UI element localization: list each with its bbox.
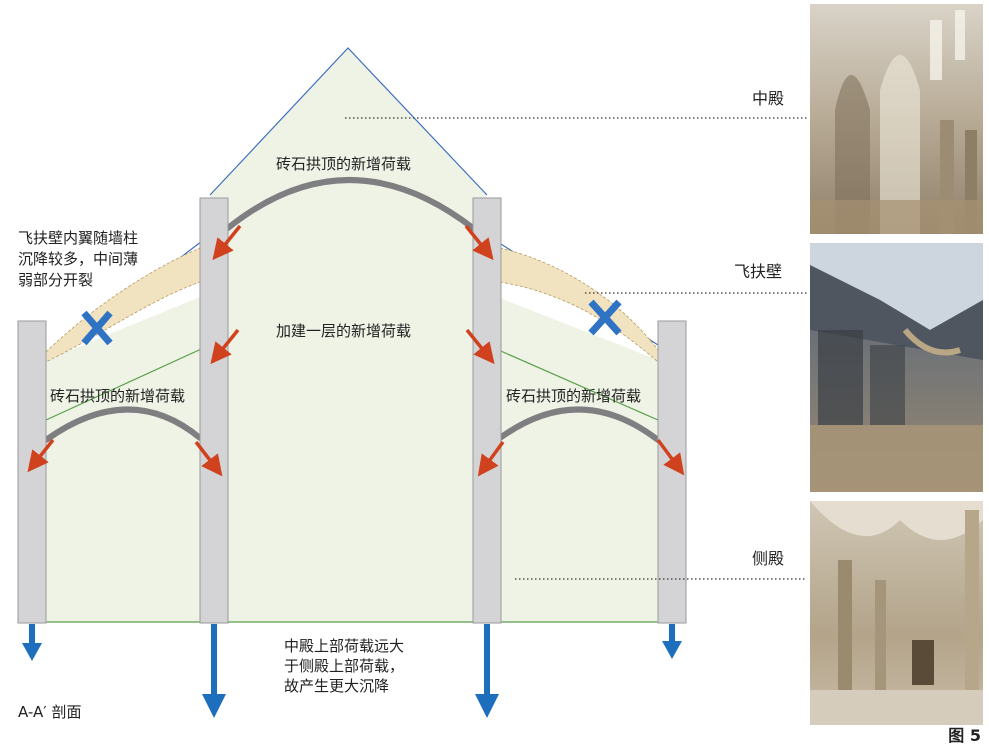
label-brick-vault-center: 砖石拱顶的新增荷载 (276, 155, 412, 173)
flying-buttress-right (499, 247, 659, 363)
label-added-story: 加建一层的新增荷载 (276, 322, 412, 340)
vault-left (43, 406, 203, 443)
column-left-outer (17, 320, 47, 624)
section-label: A-A′ 剖面 (18, 703, 82, 721)
column-left-inner (199, 197, 229, 624)
label-aisle: 侧殿 (752, 549, 785, 568)
label-settlement-note: 中殿上部荷载远大 于侧殿上部荷载， 故产生更大沉降 (284, 637, 405, 695)
vault-center (225, 177, 476, 231)
figure-number: 图 5 (948, 726, 981, 745)
vault-right (497, 406, 661, 443)
crack-x-icon (588, 299, 622, 336)
settlement-arrow-icon (22, 624, 682, 718)
photo-aisle (810, 501, 983, 725)
photo-flying-buttress (810, 243, 983, 492)
column-right-outer (657, 320, 687, 624)
label-brick-vault-left: 砖石拱顶的新增荷载 (50, 387, 186, 405)
label-flying-buttress-note: 飞扶壁内翼随墙柱 沉降较多，中间薄 弱部分开裂 (18, 229, 139, 289)
label-brick-vault-right: 砖石拱顶的新增荷载 (506, 387, 642, 405)
load-arrow-icon (27, 224, 685, 477)
label-flying-buttress: 飞扶壁 (734, 262, 783, 281)
label-nave: 中殿 (752, 89, 785, 108)
leader-lines (345, 117, 807, 580)
crack-x-icon (81, 310, 113, 346)
column-right-inner (472, 197, 502, 624)
photo-nave (810, 4, 983, 234)
